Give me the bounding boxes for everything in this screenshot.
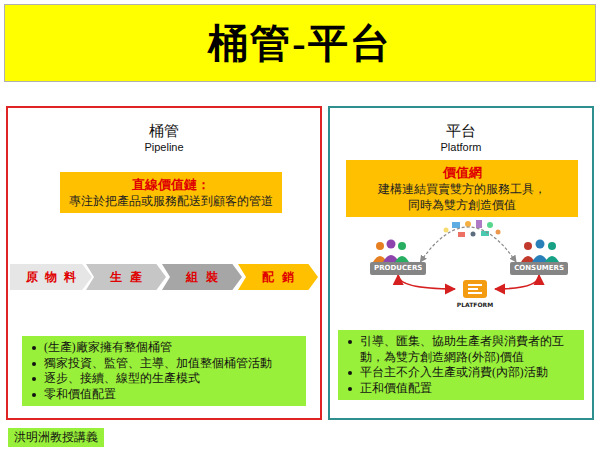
- flow-arrow: [495, 275, 539, 289]
- bullet-dot: [348, 387, 352, 391]
- bullet-box: (生產)廠家擁有整個桶管獨家投資、監管、主導、加值整個桶管活動逐步、接續、線型的…: [22, 336, 306, 406]
- chevron-fill: [238, 264, 318, 290]
- flow-arrow: [398, 275, 455, 289]
- definition-heading: 價值網: [352, 164, 572, 181]
- chevron-step: 配銷: [238, 264, 318, 290]
- chevron-fill: [10, 264, 92, 290]
- party-label: PRODUCERS: [374, 264, 422, 273]
- chevron-step: 原物料: [10, 264, 92, 290]
- panel-heading: 桶管: [8, 122, 320, 141]
- definition-body: 專注於把產品或服務配送到顧客的管道: [66, 193, 276, 209]
- bullet-dot: [32, 346, 36, 350]
- bullet-dot: [348, 371, 352, 375]
- chevron-step: 組裝: [162, 264, 242, 290]
- flow-arrow: [420, 227, 516, 262]
- definition-heading: 直線價值鏈：: [66, 176, 276, 193]
- bullet-item: (生產)廠家擁有整個桶管: [28, 340, 300, 356]
- consumer-people: [521, 240, 559, 263]
- party-box: PRODUCERS: [370, 262, 426, 275]
- service-icons: [444, 220, 501, 237]
- step-label: 原物料: [19, 269, 84, 286]
- step-label: 配銷: [255, 269, 301, 286]
- panel-subheading: Platform: [330, 141, 592, 153]
- bullet-dot: [32, 377, 36, 381]
- chevron-fill: [86, 264, 166, 290]
- party-box: CONSUMERS: [510, 262, 568, 275]
- definition-body: 建構連結買賣雙方的服務工具，同時為雙方創造價值: [376, 181, 548, 213]
- step-label: 組裝: [179, 269, 225, 286]
- bullet-item: 逐步、接續、線型的生產模式: [28, 371, 300, 387]
- chevron-step: 生產: [86, 264, 166, 290]
- step-label: 生產: [103, 269, 149, 286]
- panel-subheading: Pipeline: [8, 141, 320, 153]
- producer-people: [373, 240, 409, 263]
- party-label: CONSUMERS: [514, 264, 564, 273]
- author-note: 洪明洲教授講義: [8, 428, 104, 447]
- platform-icon-bar: [468, 284, 482, 286]
- bullet-dot: [32, 362, 36, 366]
- bullet-dot: [348, 340, 352, 344]
- slide-title: 桶管-平台: [208, 16, 391, 71]
- bullet-item: 獨家投資、監管、主導、加值整個桶管活動: [28, 356, 300, 372]
- definition-box: 直線價值鏈：專注於把產品或服務配送到顧客的管道: [60, 172, 282, 213]
- bullet-box: 引導、匯集、協助生產者與消費者的互動，為雙方創造網路(外部)價值平台主不介入生產…: [338, 330, 584, 400]
- bullet-dot: [32, 393, 36, 397]
- platform-icon: [463, 280, 487, 298]
- title-band: 桶管-平台: [4, 4, 596, 82]
- platform-icon-bar: [468, 292, 482, 294]
- note-label: 洪明洲教授講義: [14, 430, 98, 445]
- platform-node: PLATFORM: [455, 280, 495, 308]
- platform-label: PLATFORM: [455, 301, 495, 308]
- panel-heading: 平台: [330, 122, 592, 141]
- chevron-fill: [162, 264, 242, 290]
- bullet-item: 平台主不介入生產或消費(內部)活動: [344, 365, 578, 381]
- definition-box: 價值網建構連結買賣雙方的服務工具，同時為雙方創造價值: [346, 160, 578, 217]
- platform-icon-bar: [468, 288, 478, 290]
- bullet-item: 引導、匯集、協助生產者與消費者的互動，為雙方創造網路(外部)價值: [344, 334, 578, 365]
- bullet-item: 零和價值配置: [28, 387, 300, 403]
- bullet-item: 正和價值配置: [344, 381, 578, 397]
- section-panel: 桶管Pipeline 直線價值鏈：專注於把產品或服務配送到顧客的管道原物料 生產 組裝…: [6, 106, 322, 420]
- section-panel: 平台Platform 價值網建構連結買賣雙方的服務工具，同時為雙方創造價值 PROD…: [328, 106, 594, 420]
